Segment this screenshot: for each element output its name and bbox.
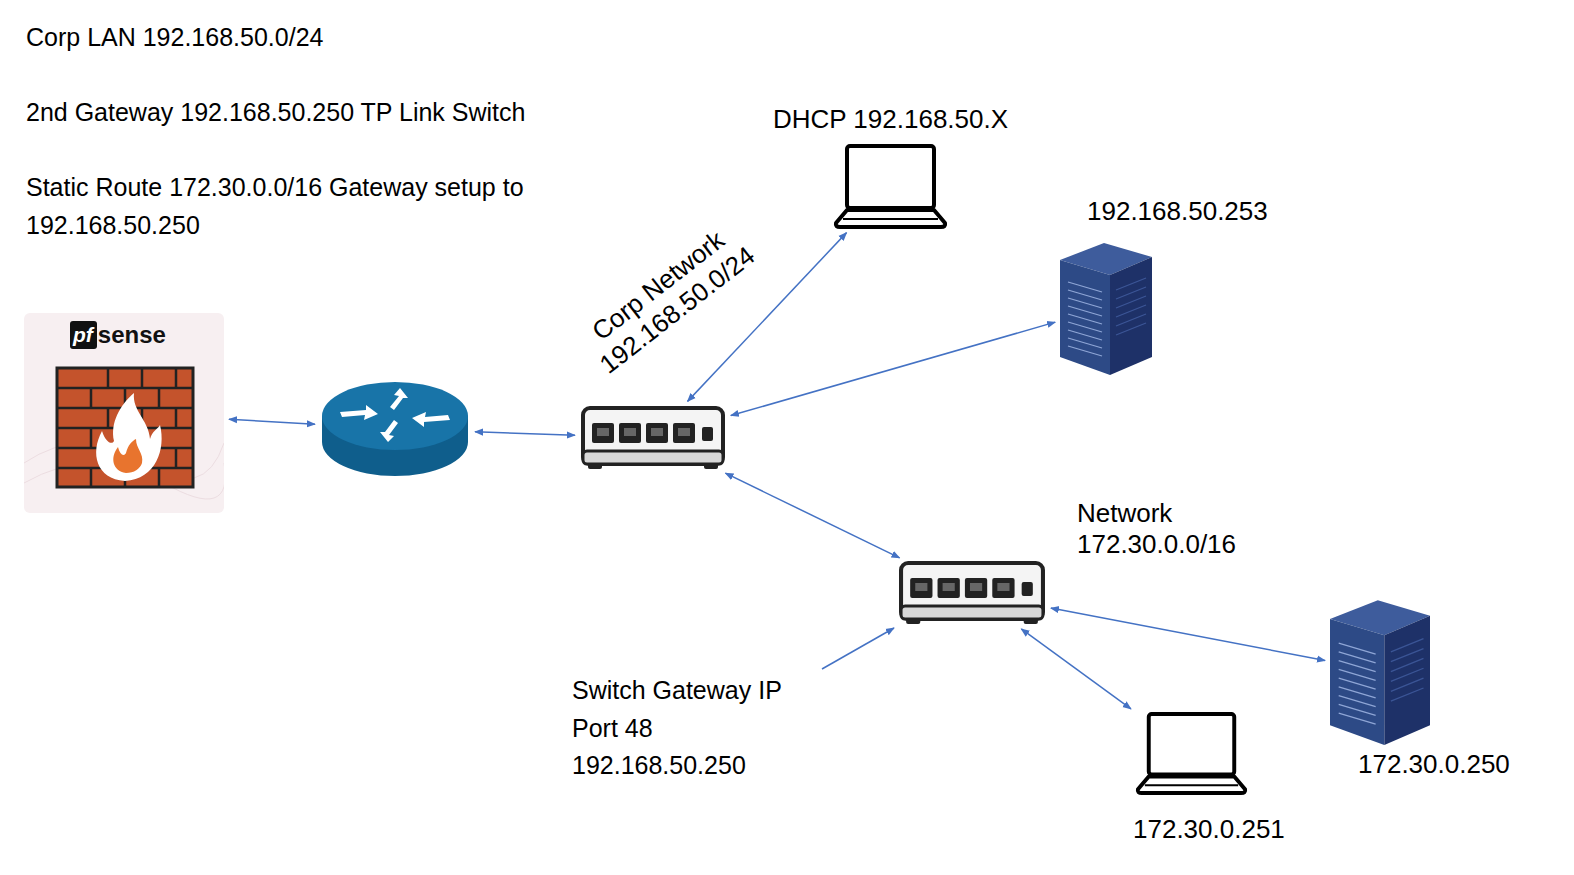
logo-word: sense (98, 323, 166, 347)
callout-text: Switch Gateway IP Port 48 192.168.50.250 (572, 672, 817, 785)
link-connector (731, 322, 1055, 415)
firewall-node: pfsense (24, 313, 224, 513)
laptop-node: 172.30.0.251 (1135, 711, 1248, 795)
server-node: 172.30.0.250 (1330, 597, 1430, 745)
server-icon (1330, 597, 1430, 745)
link-connector (1051, 608, 1325, 660)
server-icon (1060, 240, 1152, 375)
switch-node (580, 405, 726, 471)
leader-line (822, 628, 894, 669)
switch-icon (898, 560, 1046, 626)
link-connector (725, 473, 899, 558)
server-node: 192.168.50.253 (1060, 240, 1152, 375)
node-label: Network 172.30.0.0/16 (1077, 498, 1272, 560)
link-connector (475, 432, 575, 435)
node-label: 192.168.50.253 (1087, 196, 1268, 227)
node-label: 172.30.0.251 (1133, 814, 1285, 845)
switch-node: Network 172.30.0.0/16 (898, 560, 1046, 626)
laptop-icon (1135, 711, 1248, 795)
laptop-node: DHCP 192.168.50.X (833, 143, 948, 229)
node-label: DHCP 192.168.50.X (773, 104, 1008, 135)
note-text: Corp LAN 192.168.50.0/24 (26, 19, 726, 57)
note-text: 2nd Gateway 192.168.50.250 TP Link Switc… (26, 94, 726, 132)
link-connector (1021, 629, 1131, 709)
logo: pfsense (70, 321, 166, 349)
router-node (320, 380, 470, 478)
network-label: Corp Network 192.168.50.0/24 (570, 212, 766, 384)
router-icon (320, 380, 470, 478)
switch-icon (580, 405, 726, 471)
laptop-icon (833, 143, 948, 229)
note-text: Static Route 172.30.0.0/16 Gateway setup… (26, 169, 666, 244)
link-connector (229, 419, 315, 424)
logo-badge: pf (70, 321, 97, 349)
node-label: 172.30.0.250 (1358, 749, 1510, 780)
